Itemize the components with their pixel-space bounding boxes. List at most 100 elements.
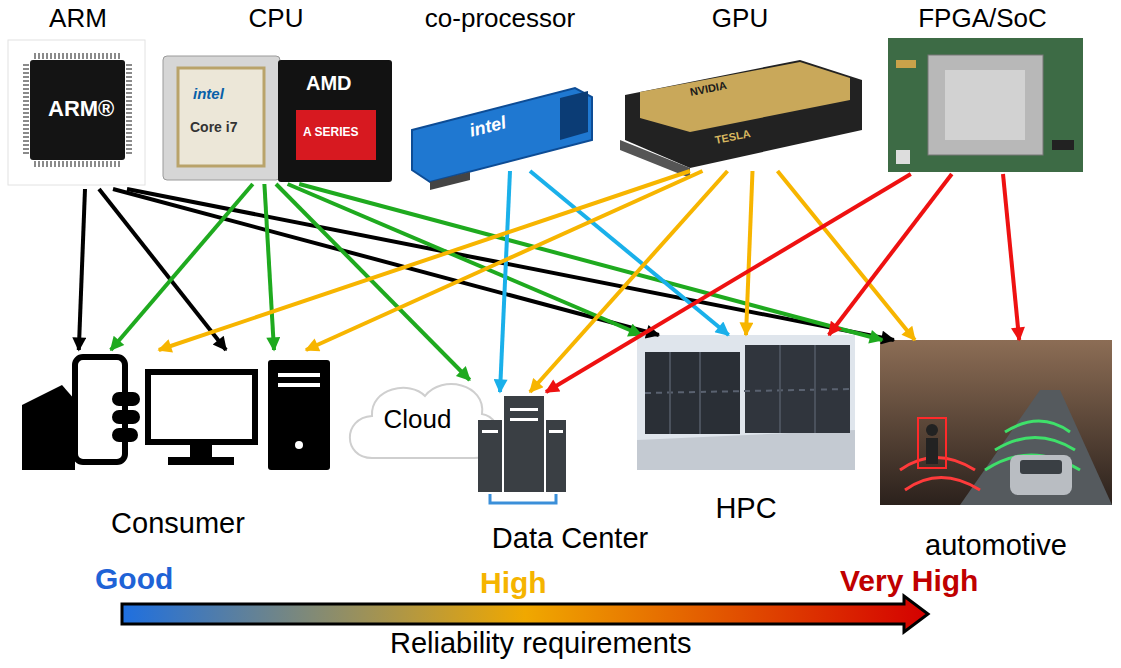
photo-ground [637,335,855,470]
reliability-arrow [122,596,928,632]
arrow-connector [746,171,753,335]
device-node: Data Center [470,392,670,555]
drive-slot [278,373,320,377]
finger [112,410,140,424]
chip-logo: AMD [306,72,352,94]
device-node: co-processor [400,4,600,169]
node-label: GPU [712,4,768,34]
series-badge [296,110,376,160]
detection-box [918,418,946,468]
power-button [295,441,303,449]
node-label: automotive [925,529,1067,562]
server-slot [549,430,563,433]
cpu-lid [178,68,264,166]
arrow-connector [530,171,729,335]
chip-body [30,60,125,160]
photo-ground [8,40,145,185]
device-node: ARM [8,4,148,187]
device-node: Consumer [18,350,338,540]
node-label: Data Center [492,522,648,555]
node-label: HPC [715,492,776,525]
chip-logo: intel [193,86,224,103]
server [504,396,544,492]
rack-divider [699,352,701,434]
monitor-icon [148,372,255,465]
chip-logo: ARM® [48,97,114,121]
car-window [1020,460,1062,474]
arrow-connector [264,184,274,350]
intel-cpu-photo [163,56,280,180]
automotive-photo [880,340,1112,505]
rack-divider [669,352,671,434]
node-label: CPU [249,4,304,34]
server-slot [510,418,538,421]
device-node: Cloud [345,380,490,460]
rack-divider [779,345,781,433]
node-label: FPGA/SoC [918,4,1047,34]
hand [22,385,75,470]
scale-label: Very High [840,564,978,597]
finger [112,392,140,406]
server-slot [482,430,498,433]
component [896,150,910,164]
arrow-connector [500,171,510,392]
car [1010,455,1072,495]
arrow-connector [276,184,470,380]
arrow-connector [299,184,882,340]
drive-slot [278,383,320,387]
floor [637,430,855,470]
fpga-board-photo [888,38,1083,172]
tower [268,360,330,470]
chip-pins [23,64,29,156]
screen [148,372,255,442]
road [960,390,1112,505]
cpu-box [278,60,392,182]
node-label: co-processor [425,4,575,34]
network-line [490,494,556,503]
rack-lights [645,389,850,393]
motorcycle [926,438,938,464]
phone-in-hand-icon [22,357,140,470]
arrow-connector [306,171,703,350]
road-scene [880,340,1112,505]
tower-icon [268,360,330,470]
arrow-connector [1003,174,1019,340]
arrow-connector [829,174,952,335]
arrow-connector [79,189,85,350]
base [168,457,234,465]
stand [190,442,212,458]
cloud-shape [350,384,498,458]
coprocessor-card [412,88,592,190]
chip-pins [126,64,132,156]
card-shroud [640,62,850,132]
server [546,420,566,492]
arrow-connector [530,171,728,392]
cpu-substrate [163,56,280,180]
scale-label: High [480,566,547,599]
sensor-wave [995,438,1075,451]
arm-chip-photo [8,40,145,185]
scale-label: Good [95,562,173,595]
device-node: GPU [615,4,865,169]
amd-cpu-photo [278,60,392,182]
device-node: FPGA/SoC [880,4,1085,172]
fpga-chip [928,55,1043,155]
gpu-card [620,60,862,178]
sensor-wave [1005,421,1070,432]
board [888,38,1083,172]
card-body [625,60,862,168]
server-icon [478,396,566,503]
chip-pins [34,53,122,59]
card-body [412,88,592,182]
card-bracket [620,140,690,178]
finger [112,428,138,442]
node-label: Consumer [111,507,245,540]
fpga-die [945,70,1025,140]
card-vent [560,91,588,140]
sensor-wave [905,478,980,491]
arrow-connector [159,171,690,350]
rider [926,424,938,436]
chip-model: A SERIES [303,126,359,139]
arrow-connector [546,174,911,392]
